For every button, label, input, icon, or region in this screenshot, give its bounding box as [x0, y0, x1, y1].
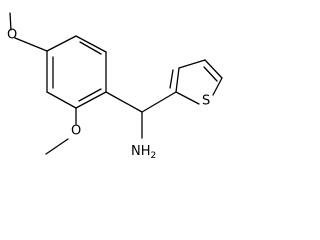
oxygen-ring-bond-top — [14, 37, 48, 52]
amine-label: NH2 — [131, 144, 156, 161]
thiophene-ring — [169, 59, 223, 105]
molecule-structure: O O NH2 S — [7, 12, 223, 161]
benzene-ring — [46, 35, 107, 109]
oxygen-label-top: O — [7, 28, 17, 43]
sulfur-label: S — [202, 94, 210, 109]
oxygen-label-bottom: O — [71, 124, 81, 139]
ch-to-thiophene-bond — [141, 91, 177, 113]
methyl-bond-bottom — [45, 138, 69, 155]
amine-subscript: 2 — [151, 151, 157, 161]
amine-nh-text: NH — [131, 144, 151, 159]
methyl-bond-top — [9, 12, 12, 31]
ring-to-ch-bond — [105, 91, 143, 113]
